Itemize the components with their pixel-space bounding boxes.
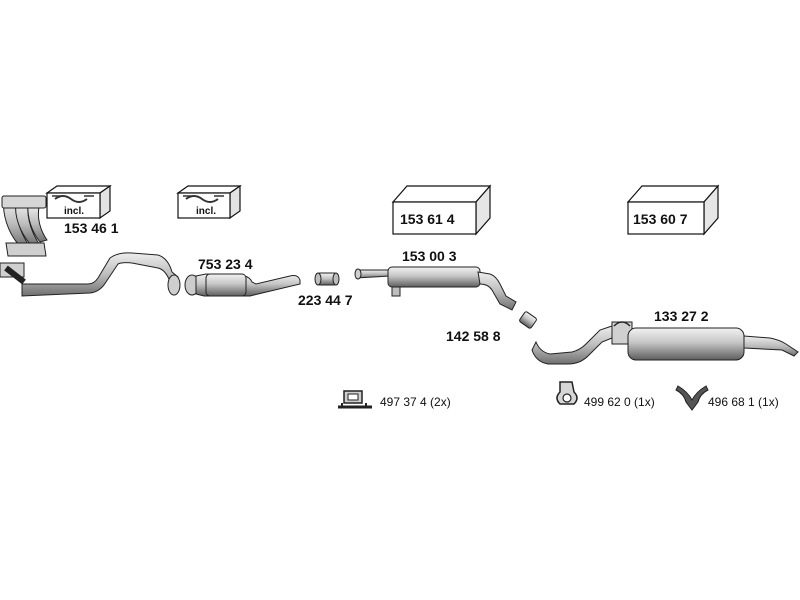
part-number-catalytic-converter: 753 23 4 (198, 256, 253, 272)
rear-silencer (531, 321, 799, 365)
part-number-middle-silencer: 153 00 3 (402, 248, 457, 264)
gasket-kit-box-1 (45, 184, 112, 220)
part-number-clamp-223447: 223 44 7 (298, 292, 353, 308)
hardware-label-bracket: 497 37 4 (2x) (380, 395, 451, 409)
mounting-kit-box-153614 (391, 184, 492, 236)
rubber-hanger-icon (556, 381, 578, 405)
clamp-142588 (519, 311, 537, 329)
clamp-223447 (314, 272, 340, 286)
mounting-kit-box-153607 (626, 184, 720, 236)
mounting-bracket-icon (338, 390, 372, 409)
gasket-kit-label-1: incl. (64, 206, 85, 217)
part-number-clamp-142588: 142 58 8 (446, 328, 501, 344)
gasket-kit-label-2: incl. (196, 206, 217, 217)
kit-number-153607: 153 60 7 (633, 211, 688, 227)
hardware-label-rubber-hanger: 499 62 0 (1x) (584, 395, 655, 409)
hardware-label-y-hanger: 496 68 1 (1x) (708, 395, 779, 409)
gasket-kit-box-2 (176, 184, 242, 220)
part-number-manifold: 153 46 1 (64, 220, 119, 236)
y-hanger-icon (675, 385, 709, 411)
part-number-rear-silencer: 133 27 2 (654, 308, 709, 324)
catalytic-converter (184, 273, 301, 297)
front-pipe (0, 252, 181, 297)
exhaust-manifold (1, 195, 48, 257)
kit-number-153614: 153 61 4 (400, 211, 455, 227)
middle-silencer (354, 266, 517, 311)
